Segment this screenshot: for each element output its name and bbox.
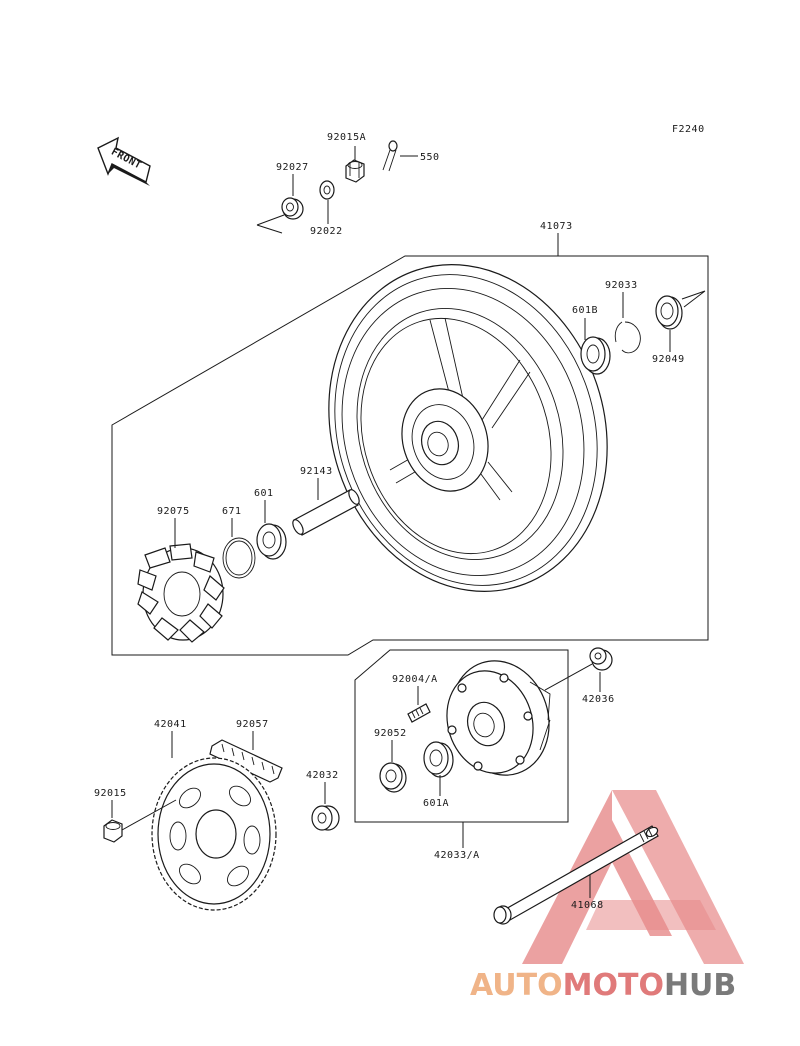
part-92057-chain: [209, 739, 283, 783]
part-sprocket-hub: [446, 660, 551, 776]
label-42033A: 42033/A: [434, 850, 480, 861]
label-92004A: 92004/A: [392, 674, 438, 685]
label-42032: 42032: [306, 770, 339, 781]
label-42041: 42041: [154, 719, 187, 730]
label-601A: 601A: [423, 798, 449, 809]
label-92033: 92033: [605, 280, 638, 291]
label-671: 671: [222, 506, 242, 517]
watermark-logo: [522, 790, 744, 964]
part-92075-damper: [137, 543, 225, 643]
part-92027-collar: [281, 197, 304, 220]
label-92052: 92052: [374, 728, 407, 739]
label-92015: 92015: [94, 788, 127, 799]
part-671-o-ring: [222, 537, 256, 579]
label-92057: 92057: [236, 719, 269, 730]
label-92049: 92049: [652, 354, 685, 365]
label-550: 550: [420, 152, 440, 163]
part-92143-spacer: [292, 489, 360, 536]
part-601-bearing: [256, 523, 287, 560]
part-550-cotter-pin: [382, 140, 398, 172]
part-42041-sprocket: [151, 757, 277, 911]
part-92052-washer: [379, 762, 407, 793]
wheel-frame-outline: [111, 255, 709, 656]
part-42032-collar: [311, 805, 340, 831]
label-92027: 92027: [276, 162, 309, 173]
part-92049-oil-seal: [655, 295, 683, 330]
watermark-text-moto: MOTO: [563, 968, 664, 1003]
label-92022: 92022: [310, 226, 343, 237]
part-92033-circlip: [614, 321, 641, 354]
label-601: 601: [254, 488, 274, 499]
label-92075: 92075: [157, 506, 190, 517]
part-92015-nut: [103, 819, 123, 843]
part-42036-collar: [589, 647, 613, 671]
label-42036: 42036: [582, 694, 615, 705]
label-41068: 41068: [571, 900, 604, 911]
part-601A-bearing: [423, 741, 454, 778]
part-41073-wheel: [328, 264, 608, 592]
part-41068-axle: [493, 825, 659, 925]
label-92015A: 92015A: [327, 132, 366, 143]
label-601B: 601B: [572, 305, 598, 316]
part-92004A-stud: [407, 703, 431, 723]
watermark-text: AUTOMOTOHUB: [470, 968, 736, 1003]
part-92015A-nut: [345, 159, 365, 183]
front-arrow-icon: FRONT: [97, 136, 151, 186]
figure-code: F2240: [672, 124, 705, 135]
part-601B-bearing: [580, 336, 611, 375]
sprocket-hub-frame: [354, 649, 569, 823]
watermark-text-auto: AUTO: [470, 968, 563, 1003]
label-92143: 92143: [300, 466, 333, 477]
watermark-text-hub: HUB: [664, 968, 736, 1003]
label-41073: 41073: [540, 221, 573, 232]
part-92022-washer: [319, 180, 335, 200]
